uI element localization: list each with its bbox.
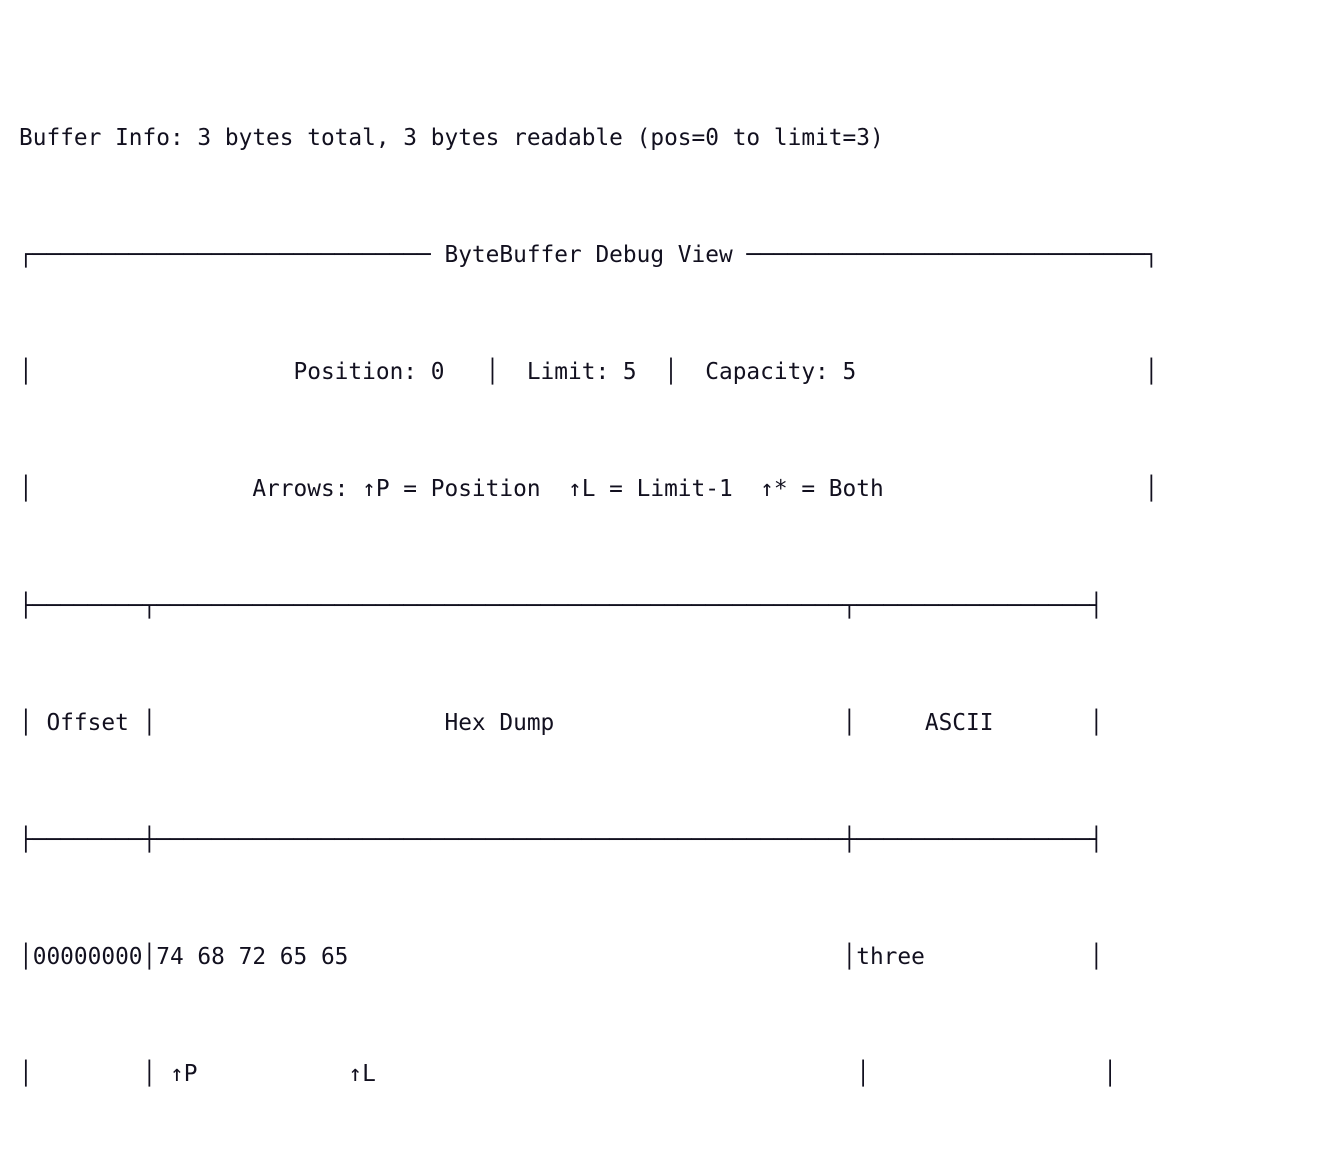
table-top-border: ├────────┬──────────────────────────────… (19, 593, 1104, 619)
table-header-divider: ├────────┼──────────────────────────────… (19, 827, 1104, 853)
table-data-row: │00000000│74 68 72 65 65 │three │ (19, 944, 1104, 970)
table-header-row: │ Offset │ Hex Dump │ ASCII │ (19, 710, 1104, 736)
buffer-info-before: Buffer Info: 3 bytes total, 3 bytes read… (19, 125, 884, 151)
debug-box-stats-line: │ Position: 0 │ Limit: 5 │ Capacity: 5 │ (19, 359, 1159, 385)
console-output[interactable]: Buffer Info: 3 bytes total, 3 bytes read… (0, 0, 1158, 1154)
table-arrow-row: │ │ ↑P ↑L │ │ (19, 1061, 1117, 1087)
debug-box-top-border: ┌───────────────────────────── ByteBuffe… (19, 242, 1159, 268)
debug-box-arrows-legend: │ Arrows: ↑P = Position ↑L = Limit-1 ↑* … (19, 476, 1159, 502)
